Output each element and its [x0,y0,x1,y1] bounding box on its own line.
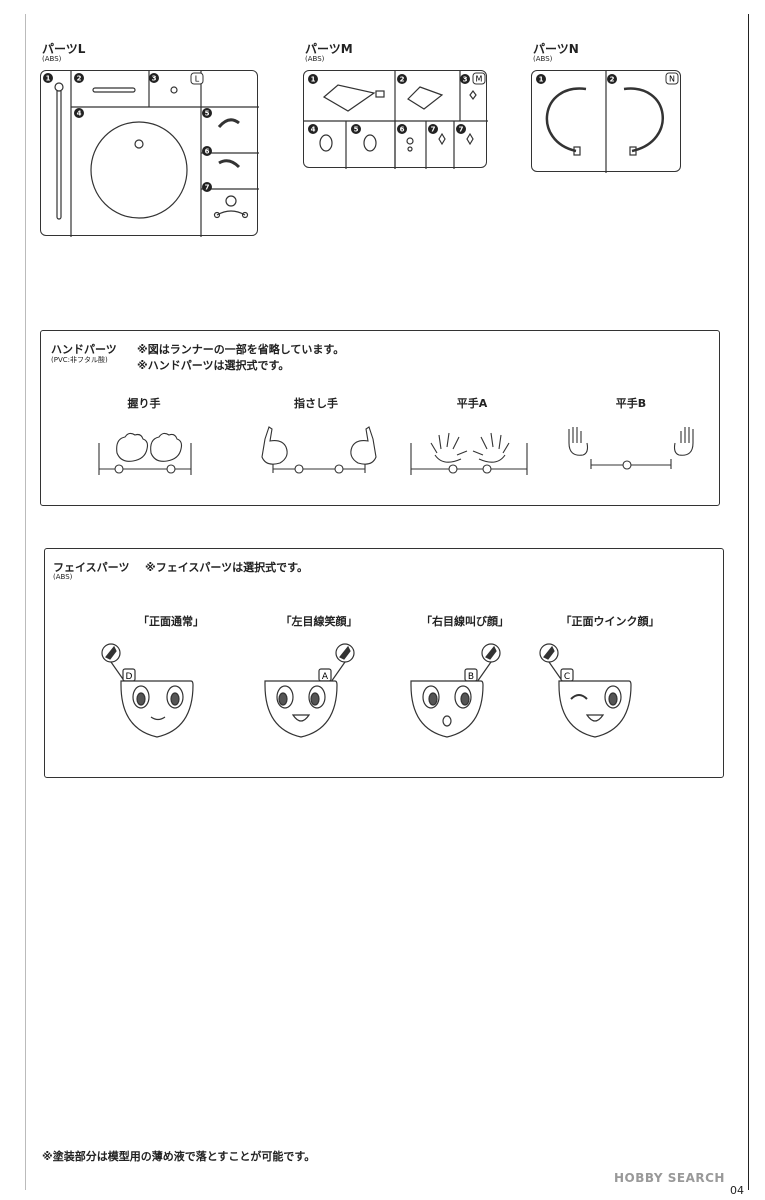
open-hands-a-drawing [410,432,528,475]
part-n-material: (ABS) [533,55,553,63]
pointing-hands-drawing [261,426,377,474]
face-option-label: 「右目線叫び顔」 [421,615,509,628]
part-l-no-7: 7 [205,184,210,192]
part-m-no-6: 6 [400,126,405,134]
runner-l-drawing: 1 2 3 4 5 6 7 L [43,71,259,237]
part-m-title: パーツM [305,42,353,56]
face-option-right-glance-shout: 「右目線叫び顔」 B [395,607,535,767]
part-m-no-7b: 7 [459,126,464,134]
face-right-glance-shout-drawing: B [410,643,501,738]
face-front-wink-drawing: C [539,643,632,738]
hand-panel-material: (PVC:非フタル酸) [51,356,108,364]
hand-option-open-b: 平手B [561,391,701,491]
part-n-no-2: 2 [610,76,615,84]
hand-panel-note-2: ※ハンドパーツは選択式です。 [137,359,290,372]
face-right-glance-letter: B [468,672,474,682]
hand-panel-title: ハンドパーツ [51,343,117,356]
runner-n: 1 2 N [531,70,681,173]
runner-n-letter: N [669,75,675,84]
hand-option-label: 指さし手 [294,397,338,410]
hand-option-label: 平手B [615,397,647,410]
face-panel-note: ※フェイスパーツは選択式です。 [145,561,309,574]
face-option-front-wink: 「正面ウインク顔」 C [535,607,685,767]
part-l-no-5: 5 [205,110,210,118]
face-left-glance-letter: A [322,672,329,682]
runner-m-drawing: 1 2 3 4 5 6 7 7 M [304,71,488,169]
open-hands-b-drawing [568,427,694,470]
hand-option-pointing: 指さし手 [251,391,381,491]
page-edge-left [25,14,26,1190]
part-n-no-1: 1 [539,76,544,84]
hand-option-label: 握り手 [127,397,161,410]
part-m-no-4: 4 [311,126,316,134]
part-m-no-2: 2 [400,76,405,84]
face-front-wink-letter: C [564,672,570,682]
runner-m-letter: M [476,75,483,84]
part-l-no-3: 3 [152,75,157,83]
part-m-no-5: 5 [354,126,359,134]
hand-option-open-a: 平手A [407,391,537,491]
hand-option-fist: 握り手 [79,391,209,491]
part-l-title: パーツL [42,42,86,56]
face-option-label: 「左目線笑顔」 [280,615,358,628]
part-l-no-6: 6 [205,148,210,156]
part-m-no-7a: 7 [431,126,436,134]
part-l-material: (ABS) [42,55,62,63]
fist-hands-drawing [98,432,192,475]
part-m-material: (ABS) [305,55,325,63]
runner-m: 1 2 3 4 5 6 7 7 M [303,70,488,169]
hand-parts-panel: ハンドパーツ (PVC:非フタル酸) ※図はランナーの一部を省略しています。 ※… [40,330,720,506]
runner-l-letter: L [195,75,200,84]
part-m-no-3: 3 [463,76,468,84]
face-left-glance-smile-drawing: A [264,643,355,738]
face-parts-panel: フェイスパーツ (ABS) ※フェイスパーツは選択式です。 「正面通常」 D 「… [44,548,724,778]
runner-n-drawing: 1 2 N [536,71,679,173]
face-panel-title: フェイスパーツ [53,561,130,574]
part-l-no-1: 1 [46,75,51,83]
footer-note: ※塗装部分は模型用の薄め液で落とすことが可能です。 [42,1150,316,1163]
face-option-label: 「正面ウインク顔」 [560,615,660,628]
part-l-no-2: 2 [77,75,82,83]
face-option-left-glance-smile: 「左目線笑顔」 A [249,607,389,767]
page-number: 04 [730,1184,744,1197]
part-m-no-1: 1 [311,76,316,84]
face-option-label: 「正面通常」 [138,615,204,628]
hobby-search-watermark: HOBBY SEARCH [614,1171,725,1185]
face-front-normal-letter: D [126,672,133,682]
hand-option-label: 平手A [456,397,488,410]
page-edge-right [748,14,749,1190]
runner-l: 1 2 3 4 5 6 7 L [40,70,259,237]
hand-panel-note-1: ※図はランナーの一部を省略しています。 [137,343,345,356]
part-l-no-4: 4 [77,110,82,118]
face-front-normal-drawing: D [101,643,194,738]
part-n-title: パーツN [533,42,579,56]
face-option-front-normal: 「正面通常」 D [101,607,241,767]
face-panel-material: (ABS) [53,573,73,581]
